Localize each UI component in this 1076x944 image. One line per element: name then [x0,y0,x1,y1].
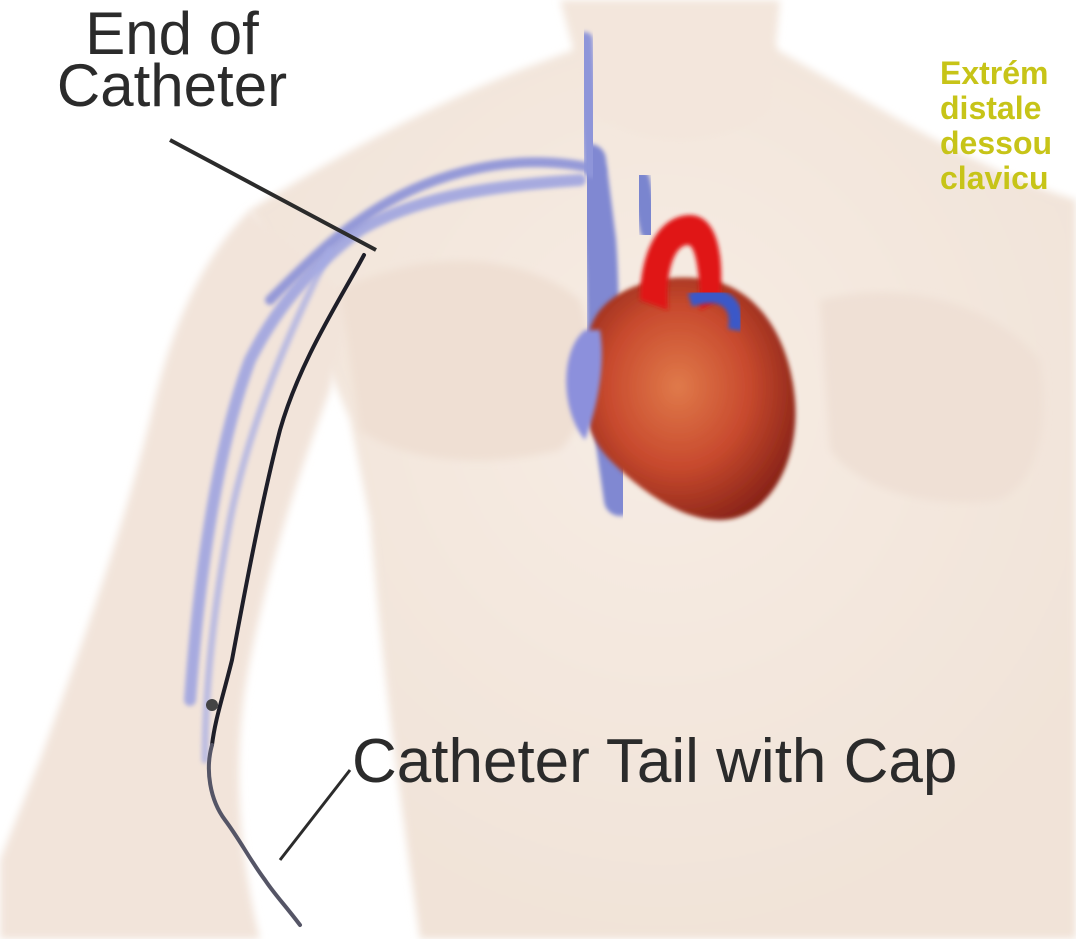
fr-line-2: distale [940,91,1076,126]
fr-line-4: clavicu [940,161,1076,196]
aortic-vessel [640,180,650,230]
end-of-catheter-label: End of Catheter [22,8,322,112]
fr-line-3: dessou [940,126,1076,161]
catheter-cap [206,699,218,711]
catheter-tail-leader [280,770,350,860]
pectoral-shading [340,261,590,460]
catheter-tail-label: Catheter Tail with Cap [352,722,1072,802]
jugular-vein [585,40,592,170]
end-label-line2: Catheter [22,60,322,112]
french-overlay-text: Extrém distale dessou clavicu [940,56,1076,196]
fr-line-1: Extrém [940,56,1076,91]
